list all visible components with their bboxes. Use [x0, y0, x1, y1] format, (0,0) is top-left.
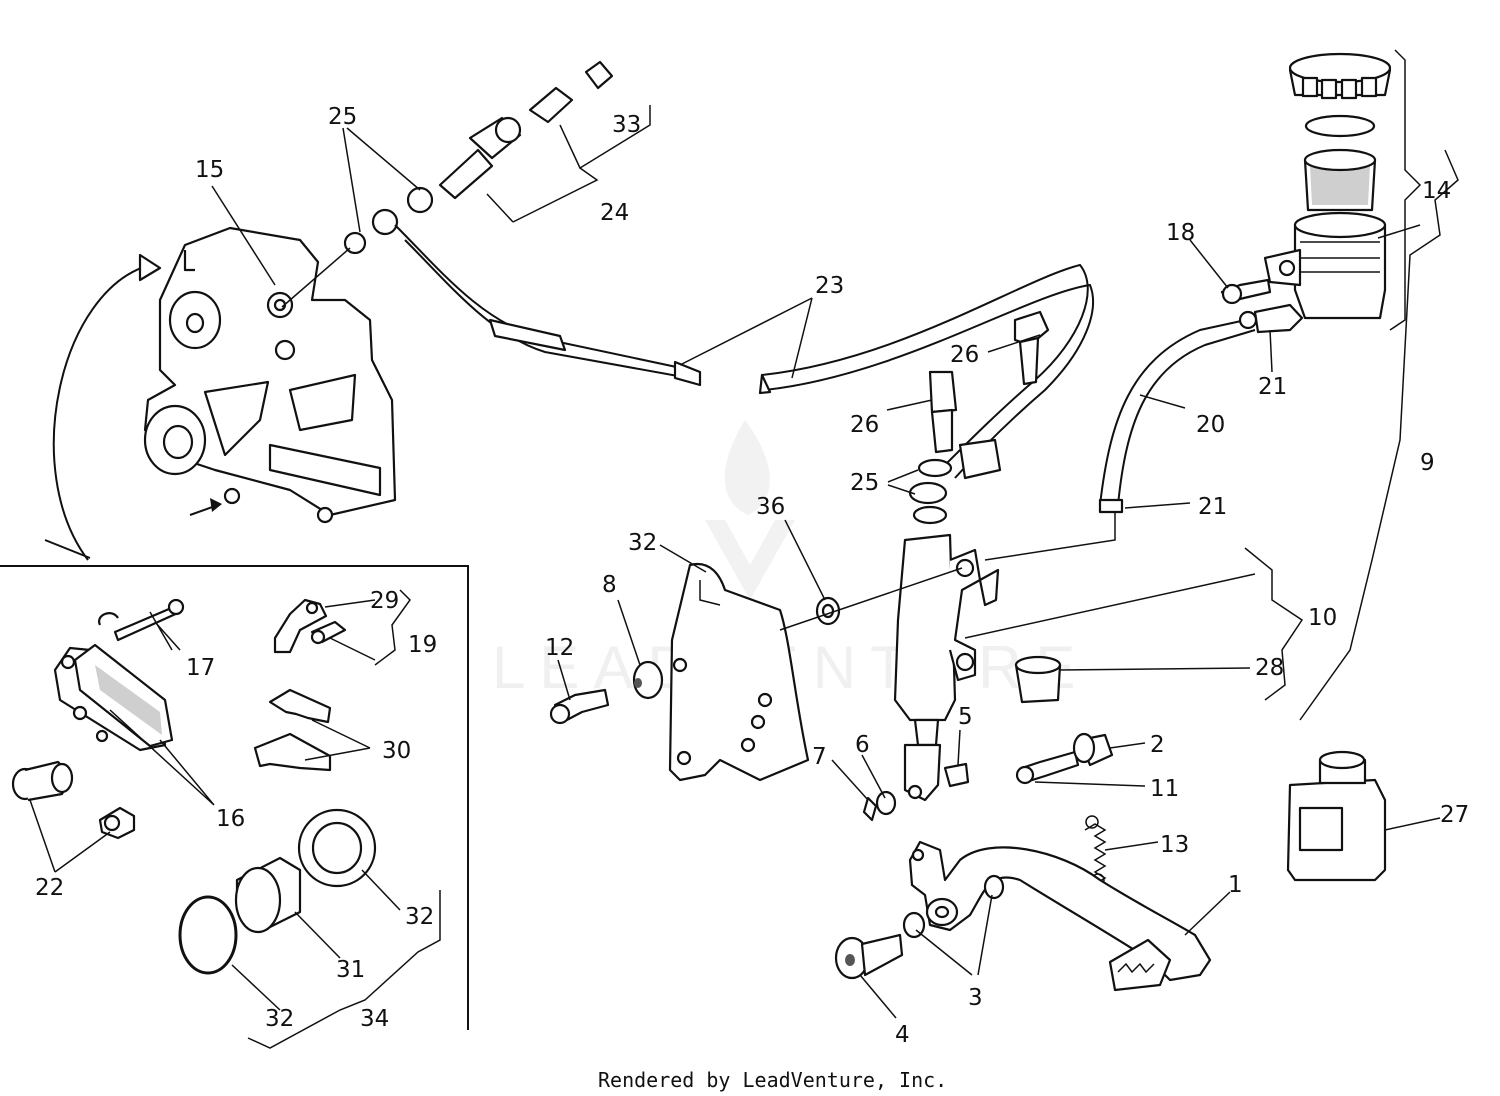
fluid-reservoir [1238, 52, 1392, 334]
brake-fluid-bottle [1286, 750, 1387, 882]
callout-14: 14 [1422, 178, 1451, 204]
reservoir-hose [1098, 317, 1256, 514]
bleeder-valve [438, 60, 614, 200]
callout-34: 34 [360, 1006, 389, 1032]
caliper-bolts [11, 760, 136, 840]
pedal-pivot-bolt [834, 874, 1005, 980]
cotter-pin [862, 790, 897, 822]
guard-mount-bolt [549, 660, 664, 725]
callout-20: 20 [1196, 412, 1225, 438]
callout-32-guard: 32 [628, 530, 657, 556]
reservoir-bolt [1220, 278, 1272, 305]
master-cylinder [893, 533, 1000, 802]
callout-21-upper: 21 [1258, 374, 1287, 400]
flat-washer [815, 596, 841, 626]
callout-17: 17 [186, 655, 215, 681]
callout-26-lower: 26 [850, 412, 879, 438]
callout-11: 11 [1150, 776, 1179, 802]
callout-7: 7 [812, 744, 827, 770]
brake-pedal [908, 840, 1212, 992]
pedal-stop-bolt [1015, 732, 1114, 785]
callout-1: 1 [1228, 872, 1243, 898]
callout-18: 18 [1166, 220, 1195, 246]
callout-6: 6 [855, 732, 870, 758]
callout-22: 22 [35, 875, 64, 901]
callout-30: 30 [382, 738, 411, 764]
banjo-bolts [928, 310, 1050, 454]
pad-spring [253, 688, 332, 772]
leader-lines [29, 49, 1459, 1049]
callout-31: 31 [336, 957, 365, 983]
callout-2: 2 [1150, 732, 1165, 758]
callout-29: 29 [370, 588, 399, 614]
callout-9: 9 [1420, 450, 1435, 476]
callout-21-lower: 21 [1198, 494, 1227, 520]
callout-4: 4 [895, 1022, 910, 1048]
callout-32-seal-outer: 32 [405, 904, 434, 930]
callout-24: 24 [600, 200, 629, 226]
callout-32-seal-ring: 32 [265, 1006, 294, 1032]
banjo-washers-lower [908, 458, 953, 525]
callout-26-upper: 26 [950, 342, 979, 368]
callout-12: 12 [545, 635, 574, 661]
callout-28: 28 [1255, 655, 1284, 681]
callout-27: 27 [1440, 802, 1469, 828]
callout-3: 3 [968, 985, 983, 1011]
callout-8: 8 [602, 572, 617, 598]
callout-5: 5 [958, 704, 973, 730]
boot-cup [1014, 655, 1062, 704]
bleeder-clip [273, 598, 347, 654]
callout-19: 19 [408, 632, 437, 658]
callout-33: 33 [612, 112, 641, 138]
callout-10: 10 [1308, 605, 1337, 631]
callout-13: 13 [1160, 832, 1189, 858]
callout-36: 36 [756, 494, 785, 520]
heel-guard [668, 562, 810, 782]
pad-pin [98, 598, 185, 642]
piston-seal-set [178, 808, 377, 975]
brake-hose [394, 224, 1094, 480]
caliper-kit-frame [0, 565, 469, 1030]
brake-caliper [44, 226, 397, 561]
brake-pads [53, 643, 174, 752]
callout-23: 23 [815, 273, 844, 299]
callout-15: 15 [195, 157, 224, 183]
callout-labels: 1 2 3 4 5 6 7 8 9 10 11 12 13 14 15 16 1… [35, 104, 1469, 1048]
callout-25-upper: 25 [328, 104, 357, 130]
callout-25-lower: 25 [850, 470, 879, 496]
callout-16: 16 [216, 806, 245, 832]
render-credit: Rendered by LeadVenture, Inc. [598, 1068, 947, 1092]
